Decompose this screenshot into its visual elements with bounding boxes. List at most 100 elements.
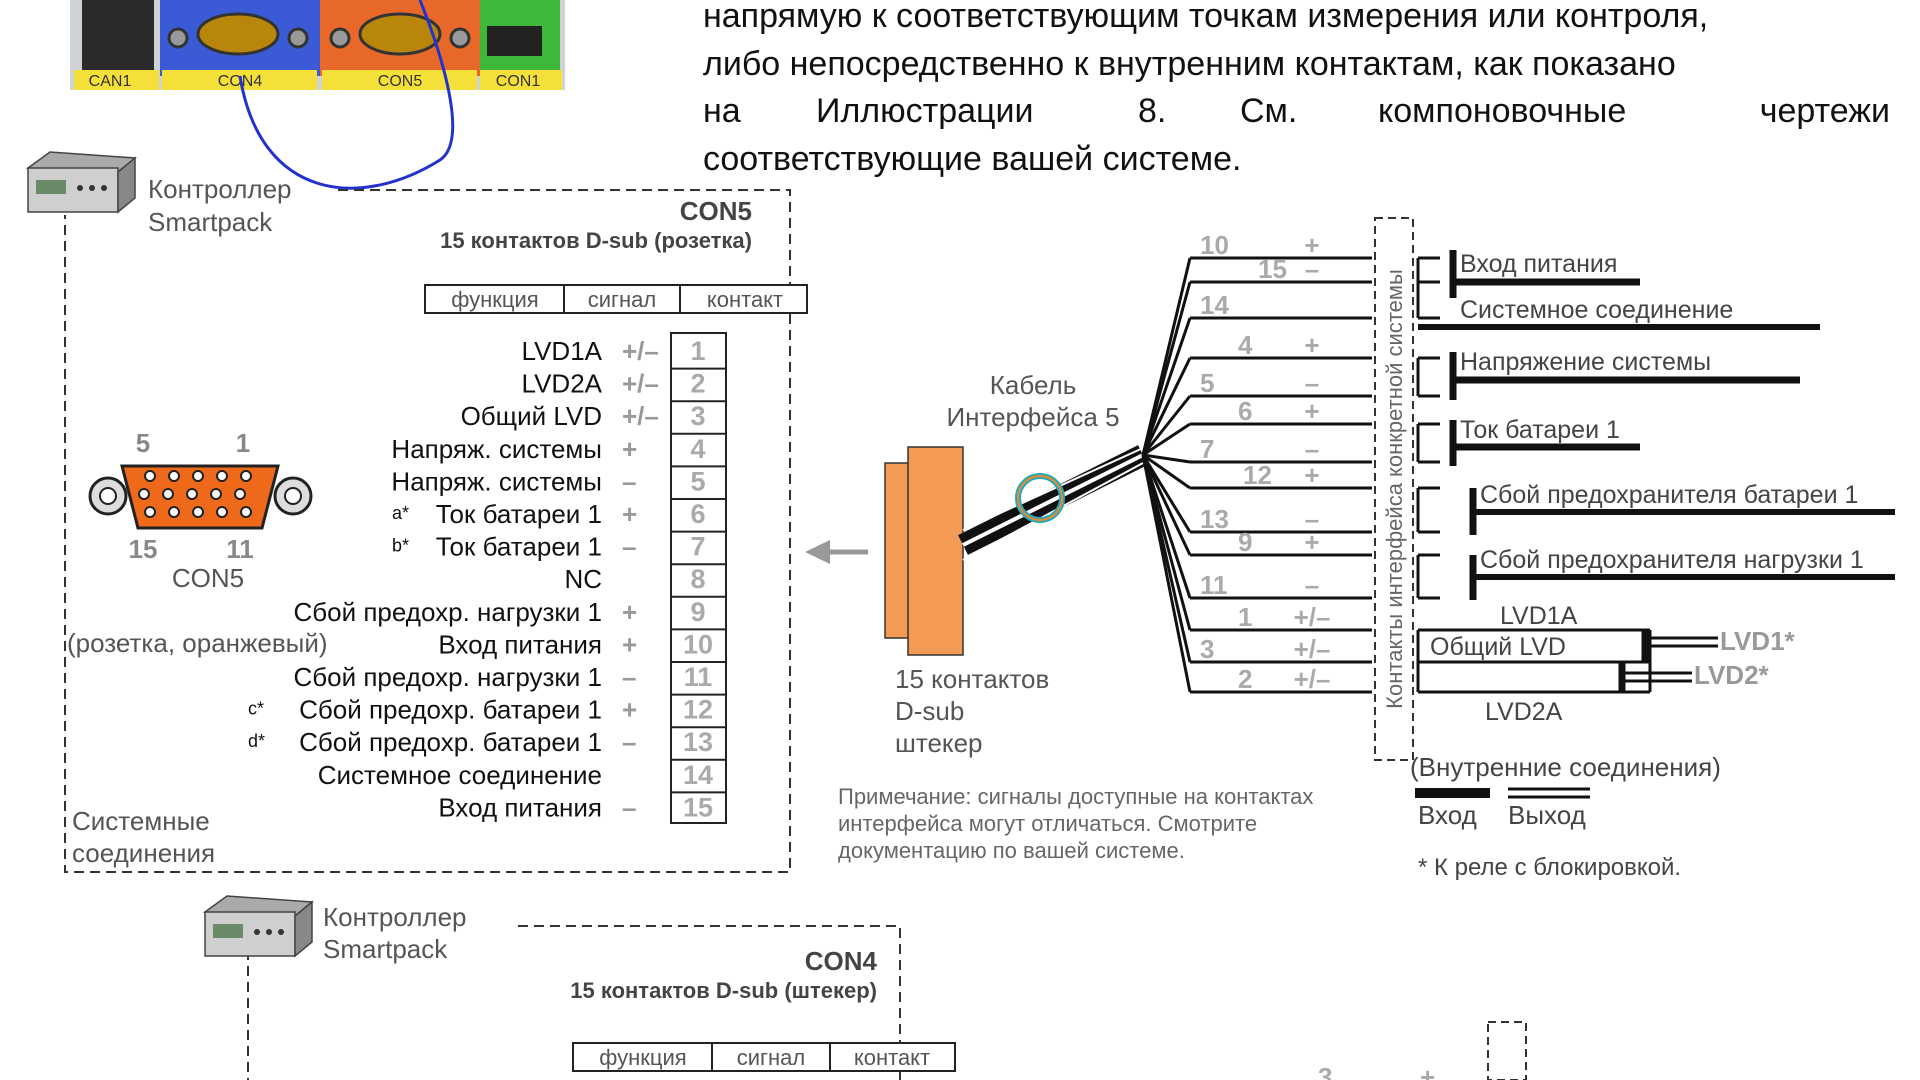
con4-title: CON4 — [805, 946, 878, 976]
con5-pin-footnote-mark: d* — [248, 731, 265, 751]
right-battery-fuse: Сбой предохранителя батареи 1 — [1480, 481, 1858, 509]
con5-pin-function: Системное соединение — [318, 760, 602, 790]
con5-pin-function: LVD1A — [522, 336, 603, 366]
wire-signal: + — [1304, 460, 1319, 490]
con5-pin-footnote-mark: c* — [248, 699, 264, 719]
intro-line-3-w5: чертежи — [1760, 92, 1890, 130]
right-system-voltage: Напряжение системы — [1460, 348, 1711, 376]
con4-block: Контроллер Smartpack CON4 15 контактов D… — [202, 895, 1527, 1080]
wire-branch — [1141, 454, 1192, 693]
con5-pin-signal: + — [622, 499, 637, 529]
wire-branch — [1142, 453, 1191, 490]
controller-device-icon — [25, 151, 137, 214]
con5-pin-number: 13 — [683, 727, 713, 757]
con5-pin-signal: + — [622, 597, 637, 627]
con5-connector-label: CON5 — [172, 563, 244, 593]
dsub-plug-back — [884, 462, 911, 639]
wire-branch — [1142, 422, 1191, 457]
con5-header-function: функция — [451, 287, 538, 312]
wire-number: 5 — [1200, 368, 1214, 398]
intro-line-3-w1: Иллюстрации — [816, 92, 1033, 130]
wire-number: 6 — [1238, 396, 1252, 426]
controller-panel-photo: CAN1 CON4 CON5 CON1 — [70, 0, 565, 90]
right-signal-brackets — [1416, 250, 1895, 694]
wire-signal: – — [1305, 434, 1319, 464]
right-battery-current: Ток батареи 1 — [1460, 416, 1620, 444]
wire-number: 7 — [1200, 434, 1214, 464]
legend-internal: (Внутренние соединения) — [1410, 752, 1721, 782]
right-system-connection: Системное соединение — [1460, 296, 1733, 324]
intro-line-3-w2: 8. — [1138, 92, 1166, 130]
con5-pin-signal: + — [622, 434, 637, 464]
legend-relay-note: * К реле с блокировкой. — [1418, 854, 1681, 881]
con5-pin-function: Общий LVD — [461, 401, 602, 431]
plug-label-line-3: штекер — [895, 728, 983, 758]
legend-output: Выход — [1508, 800, 1586, 830]
con5-controller-line-2: Smartpack — [148, 207, 273, 237]
dsub-hole — [162, 488, 174, 500]
cable-loop — [238, 0, 455, 190]
con5-connector-pin-5: 5 — [136, 428, 150, 458]
con5-pin-signal: – — [622, 727, 636, 757]
con5-header-signal: сигнал — [588, 287, 657, 312]
con5-pin-signal: +/– — [622, 369, 659, 399]
con4-header-signal: сигнал — [737, 1045, 806, 1070]
dsub-hole — [192, 470, 204, 482]
intro-line-3-w3: См. — [1240, 92, 1297, 130]
dsub-hole — [144, 506, 156, 518]
wire-number: 3 — [1200, 634, 1214, 664]
wire-branch — [1142, 453, 1191, 464]
con5-corner-line-2: соединения — [72, 838, 215, 868]
con5-pin-number: 7 — [690, 532, 705, 562]
intro-paragraph: напрямую к соответствующим точкам измере… — [703, 0, 1890, 178]
panel-label-con5: CON5 — [378, 73, 423, 90]
panel-label-can1: CAN1 — [89, 73, 132, 90]
con5-pin-signal: +/– — [622, 401, 659, 431]
system-contacts-label: Контакты интерфейса конкретной системы — [1382, 269, 1407, 709]
wire-branch — [1141, 454, 1192, 556]
con4-partial-sig: + — [1420, 1062, 1435, 1080]
con5-pin-function: NC — [564, 564, 602, 594]
dsub-hole — [210, 488, 222, 500]
con4-controller-line-2: Smartpack — [323, 934, 448, 964]
con5-pin-function: Напряж. системы — [391, 466, 602, 496]
note-line-3: документацию по вашей системе. — [838, 838, 1185, 863]
con5-pin-number: 2 — [690, 369, 705, 399]
dsub-hole — [240, 506, 252, 518]
right-load-fuse: Сбой предохранителя нагрузки 1 — [1480, 546, 1864, 574]
wire-signal: – — [1305, 570, 1319, 600]
con5-pin-function: Напряж. системы — [391, 434, 602, 464]
direction-arrow — [805, 540, 868, 564]
wire-branch — [1141, 395, 1192, 456]
legend-input: Вход — [1418, 800, 1477, 830]
right-lvd-common: Общий LVD — [1430, 633, 1566, 661]
con5-pin-function: Сбой предохр. батареи 1 — [299, 695, 602, 725]
con4-header-function: функция — [599, 1045, 686, 1070]
dsub-hole — [186, 488, 198, 500]
note-line-2: интерфейса могут отличаться. Смотрите — [838, 811, 1257, 836]
con5-pin-footnote-mark: a* — [392, 503, 409, 523]
con5-pin-number: 1 — [690, 336, 705, 366]
con5-pin-signal: – — [622, 466, 636, 496]
intro-line-2: либо непосредственно к внутренним контак… — [703, 45, 1676, 83]
dsub-hole — [168, 506, 180, 518]
panel-label-con1: CON1 — [496, 73, 541, 90]
con4-partial-pin: 3 — [1318, 1062, 1332, 1080]
dsub-hole — [144, 470, 156, 482]
cable-label-line-1: Кабель — [990, 370, 1077, 400]
con5-block: Контроллер Smartpack CON5 15 контактов D… — [25, 151, 868, 873]
wire-signal: +/– — [1294, 664, 1331, 694]
wire-branch — [1141, 281, 1192, 456]
wire-number: 9 — [1238, 527, 1252, 557]
con5-subtitle: 15 контактов D-sub (розетка) — [440, 228, 752, 253]
right-lvd2-relay: LVD2* — [1694, 660, 1770, 690]
con5-pin-number: 10 — [683, 629, 713, 659]
wire-signal: – — [1305, 368, 1319, 398]
con5-pin-function: LVD2A — [522, 369, 603, 399]
con5-pin-function: Ток батареи 1 — [436, 499, 602, 529]
con4-subtitle: 15 контактов D-sub (штекер) — [570, 978, 877, 1003]
intro-line-3-w4: компоновочные — [1378, 92, 1626, 130]
con5-pin-number: 6 — [690, 499, 705, 529]
con4-controller-device-icon — [202, 895, 314, 958]
wire-number: 4 — [1238, 330, 1253, 360]
